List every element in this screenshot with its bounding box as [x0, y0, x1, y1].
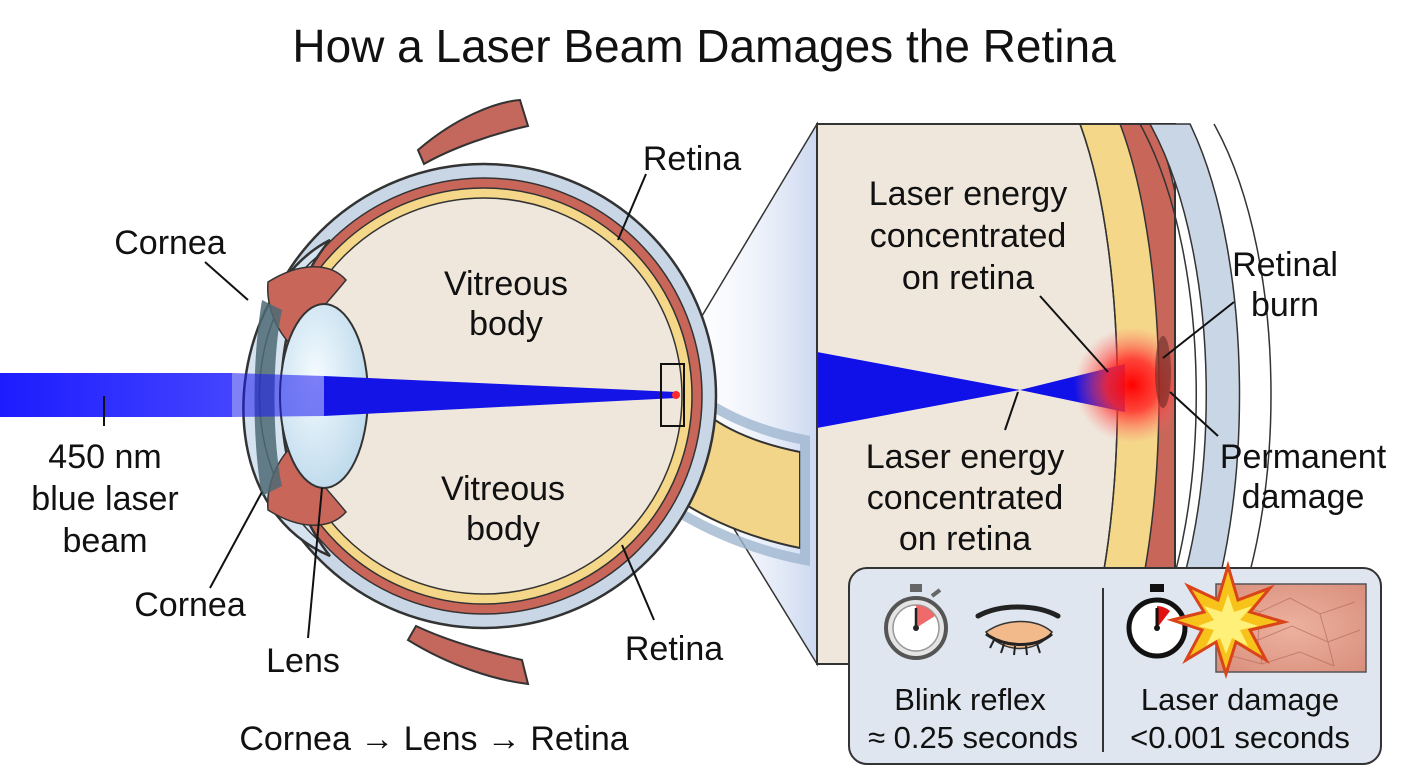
retina-top-leader: [617, 173, 647, 241]
energy-bottom-label-3: on retina: [899, 520, 1031, 558]
laser-beam-through-cornea: [232, 373, 324, 417]
optic-nerve-sheath: [657, 387, 810, 567]
laser-label-2: blue laser: [31, 480, 178, 518]
lens-leader: [307, 487, 323, 639]
burn-label-2: burn: [1251, 286, 1319, 324]
energy-top-label-3: on retina: [902, 259, 1034, 297]
vitreous-bottom-label-2: body: [466, 510, 540, 548]
timer-icon: [1126, 584, 1188, 659]
blink-reflex-label: Blink reflex: [894, 682, 1046, 717]
cornea-top-leader: [204, 261, 249, 301]
damage-label-2: damage: [1242, 478, 1365, 516]
retina-bottom-leader: [621, 544, 655, 621]
stopwatch-icon: [884, 584, 948, 660]
retinal-burn-scar: [1155, 336, 1171, 408]
blink-reflex-time: ≈ 0.25 seconds: [868, 720, 1078, 755]
vitreous-top-label-1: Vitreous: [444, 265, 568, 303]
damage-leader: [1169, 391, 1219, 437]
explosion-burst-icon: [1166, 560, 1290, 680]
retina-top-label: Retina: [643, 140, 741, 178]
lens-label: Lens: [266, 642, 340, 680]
laser-beam-in-eye: [324, 376, 676, 416]
laser-damage-time: <0.001 seconds: [1130, 720, 1350, 755]
page-title: How a Laser Beam Damages the Retina: [292, 20, 1116, 72]
lower-eye-muscle: [406, 624, 530, 686]
timing-panel: Blink reflex ≈ 0.25 seconds Laser damage…: [848, 560, 1382, 765]
energy-top-label-1: Laser energy: [869, 175, 1067, 213]
incoming-laser-beam: [0, 373, 232, 417]
laser-focus-spot: [672, 391, 680, 399]
path-caption: Cornea → Lens → Retina: [239, 720, 628, 758]
energy-top-label-2: concentrated: [870, 217, 1067, 255]
laser-damage-label: Laser damage: [1141, 682, 1339, 717]
laser-label-3: beam: [62, 522, 147, 560]
zoom-region-box: [660, 363, 685, 427]
laser-label-1: 450 nm: [48, 438, 161, 476]
retinal-burn-glow: [1074, 327, 1175, 443]
damage-label-1: Permanent: [1220, 438, 1387, 476]
cornea-bottom-label: Cornea: [134, 586, 246, 624]
cornea-top-label: Cornea: [114, 224, 226, 262]
zoom-laser-cone: [817, 352, 1020, 428]
upper-eye-muscle: [416, 98, 530, 166]
burn-leader: [1162, 301, 1235, 359]
burn-label-1: Retinal: [1232, 246, 1338, 284]
energy-bottom-label-2: concentrated: [867, 479, 1064, 517]
energy-bottom-label-1: Laser energy: [866, 438, 1064, 476]
cornea-bottom-leader: [209, 491, 263, 589]
vitreous-top-label-2: body: [469, 305, 543, 343]
retina-bottom-label: Retina: [625, 630, 723, 668]
energy-bottom-leader: [1004, 391, 1019, 431]
energy-top-leader: [1039, 295, 1109, 373]
vitreous-bottom-label-1: Vitreous: [441, 470, 565, 508]
closed-eye-icon: [975, 604, 1061, 656]
